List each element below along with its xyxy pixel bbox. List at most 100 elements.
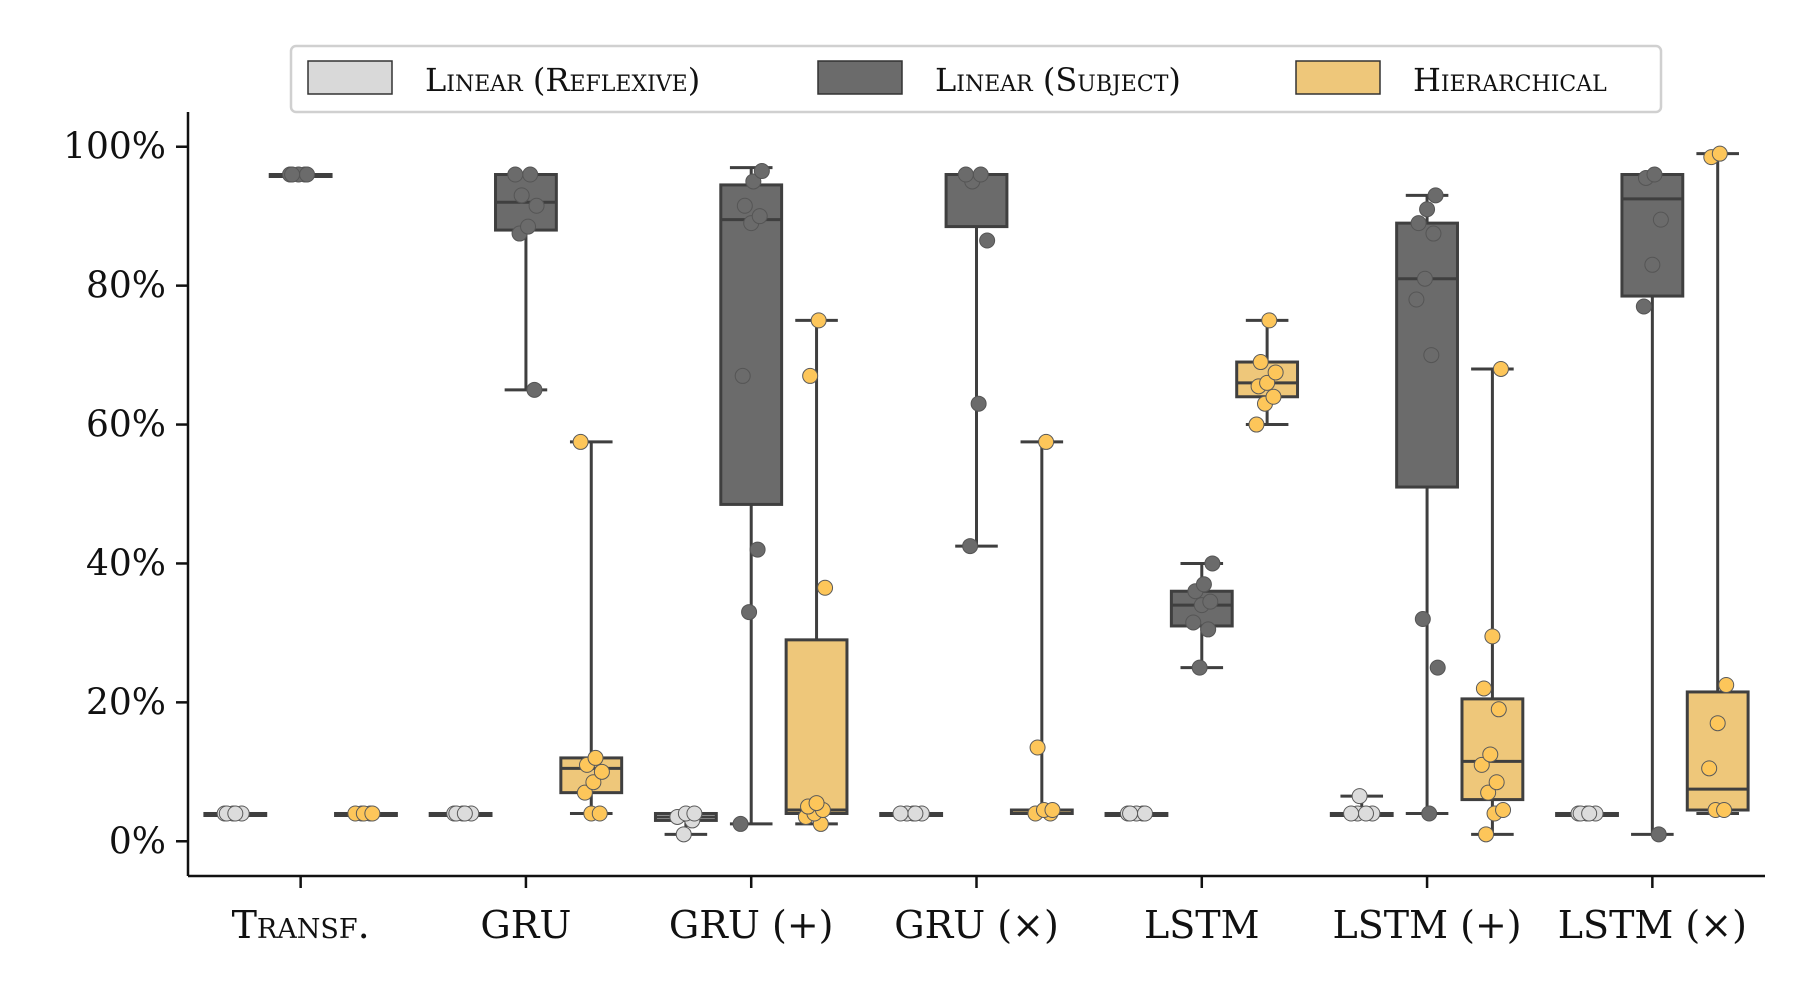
data-point	[526, 381, 543, 398]
data-point	[528, 197, 545, 214]
data-point	[1473, 756, 1490, 773]
x-tick-label: LSTM	[1144, 903, 1260, 947]
data-point	[686, 805, 703, 822]
data-point	[591, 805, 608, 822]
box-linear-reflexive-5	[1104, 805, 1169, 822]
data-point	[808, 795, 825, 812]
legend-label: Hierarchical	[1413, 61, 1607, 99]
data-point	[364, 805, 381, 822]
box-iqr	[1395, 221, 1459, 489]
x-tick-label: Transf.	[232, 903, 370, 947]
data-point	[810, 312, 827, 329]
box-linear-subject-1	[268, 166, 333, 183]
data-point	[572, 433, 589, 450]
data-point	[1646, 166, 1663, 183]
data-point	[1265, 388, 1282, 405]
data-point	[1267, 364, 1284, 381]
data-point	[749, 541, 766, 558]
data-point	[1038, 433, 1055, 450]
data-point	[1490, 701, 1507, 718]
data-point	[1480, 784, 1497, 801]
data-point	[1475, 680, 1492, 697]
box-iqr	[1685, 690, 1750, 812]
data-point	[972, 166, 989, 183]
data-point	[1429, 659, 1446, 676]
data-point	[732, 815, 749, 832]
box-linear-reflexive-2	[428, 805, 493, 822]
box-linear-reflexive-3	[653, 805, 718, 843]
box-linear-reflexive-4	[879, 805, 944, 822]
data-point	[1488, 774, 1505, 791]
box-hierarchical-5	[1235, 312, 1300, 433]
data-point	[1357, 805, 1374, 822]
data-point	[576, 784, 593, 801]
box-hierarchical-7	[1685, 145, 1750, 819]
legend-swatch	[817, 60, 903, 95]
data-point	[520, 218, 537, 235]
x-tick-label: LSTM (×)	[1558, 903, 1747, 947]
box-linear-reflexive-6	[1329, 788, 1394, 822]
data-point	[1185, 614, 1202, 631]
data-point	[962, 538, 979, 555]
data-point	[751, 208, 768, 225]
box-hierarchical-4	[1009, 433, 1074, 822]
data-point	[1478, 826, 1495, 843]
box-iqr	[784, 638, 849, 815]
data-point	[1581, 805, 1598, 822]
legend: Linear (Reflexive)Linear (Subject)Hierar…	[289, 44, 1663, 114]
data-point	[741, 604, 758, 621]
data-point	[817, 579, 834, 596]
data-point	[456, 805, 473, 822]
y-tick-label: 0%	[109, 821, 166, 862]
data-point	[675, 826, 692, 843]
data-point	[734, 367, 751, 384]
data-point	[1711, 145, 1728, 162]
x-tick-label: GRU (×)	[894, 903, 1059, 947]
data-point	[1351, 788, 1368, 805]
data-point	[745, 173, 762, 190]
data-point	[892, 805, 909, 822]
plot-area	[203, 145, 1750, 843]
data-point	[1248, 416, 1265, 433]
data-point	[593, 763, 610, 780]
data-point	[979, 232, 996, 249]
x-tick-label: GRU (+)	[669, 903, 834, 947]
data-point	[1427, 187, 1444, 204]
y-tick-label: 60%	[86, 405, 166, 446]
data-point	[513, 187, 530, 204]
x-tick-label: GRU	[480, 903, 571, 947]
box-linear-subject-5	[1169, 555, 1234, 676]
data-point	[1252, 354, 1269, 371]
y-tick-label: 20%	[86, 682, 166, 723]
data-point	[1495, 802, 1512, 819]
data-point	[284, 166, 301, 183]
data-point	[1425, 225, 1442, 242]
data-point	[1484, 628, 1501, 645]
data-point	[753, 163, 770, 180]
data-point	[1701, 760, 1718, 777]
data-point	[736, 197, 753, 214]
data-point	[1029, 739, 1046, 756]
data-point	[1652, 211, 1669, 228]
data-point	[507, 166, 524, 183]
data-point	[1202, 593, 1219, 610]
data-point	[1492, 360, 1509, 377]
box-iqr	[1620, 173, 1685, 298]
box-linear-reflexive-7	[1555, 805, 1619, 822]
data-point	[1259, 374, 1276, 391]
box-hierarchical-2	[559, 433, 624, 822]
data-point	[585, 774, 602, 791]
data-point	[1261, 312, 1278, 329]
box-linear-subject-4	[944, 166, 1009, 555]
box-hierarchical-6	[1460, 360, 1525, 843]
data-point	[1195, 576, 1212, 593]
y-tick-label: 40%	[86, 543, 166, 584]
box-linear-reflexive-1	[203, 805, 268, 822]
data-point	[1414, 611, 1431, 628]
legend-swatch	[1295, 60, 1381, 95]
data-point	[1482, 746, 1499, 763]
data-point	[957, 166, 974, 183]
data-point	[1421, 805, 1438, 822]
